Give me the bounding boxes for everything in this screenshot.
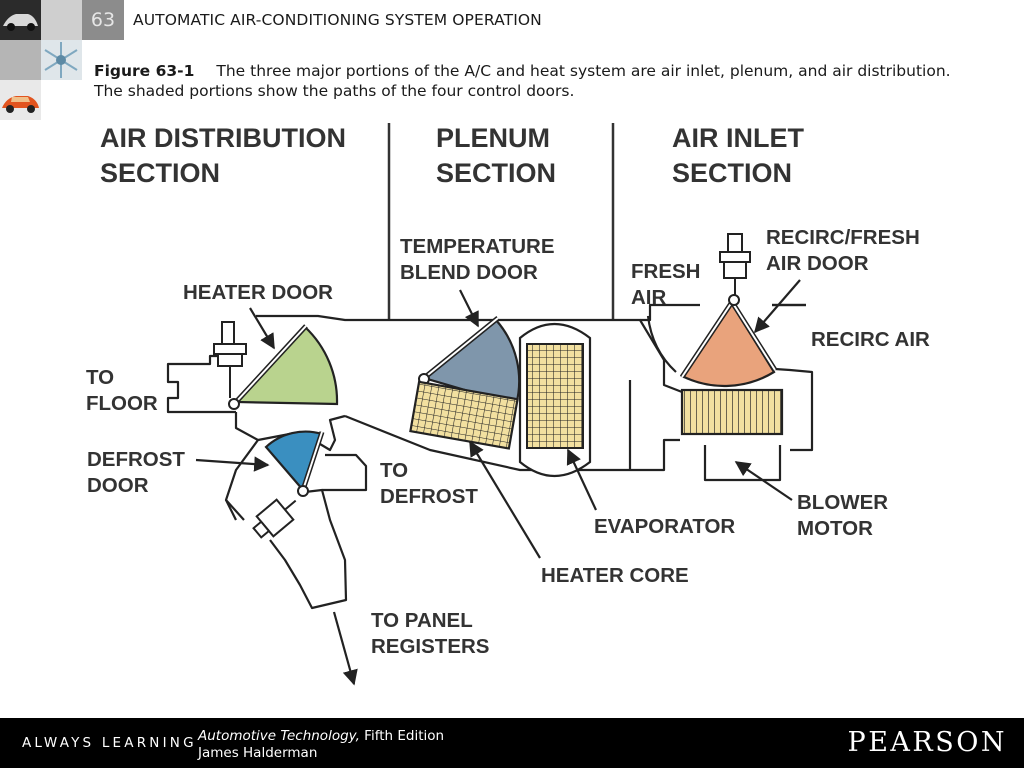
label-heater-core: HEATER CORE [541,564,689,587]
blower-wheel [680,388,784,436]
footer-book-title: Automotive Technology, [198,728,360,744]
defrost-door-actuator [252,498,297,539]
label-defrost-door: DEFROST DOOR [87,448,191,497]
heater-door-pivot [228,398,240,410]
thumbnail-turbine [41,40,82,80]
recirc-fresh-door-path [680,301,776,388]
heater-core [409,380,519,450]
defrost-door-leader [195,456,270,472]
label-to-defrost: TO DEFROST [380,459,478,508]
blower-motor-leader [734,461,793,501]
thumbnail-car-dark [0,0,41,40]
ac-system-diagram: AIR DISTRIBUTION SECTION PLENUM SECTION … [86,123,930,686]
footer-book-info: Automotive Technology, Fifth Edition Jam… [198,728,444,762]
label-recirc-air: RECIRC AIR [811,328,930,351]
evaporator-leader [566,448,597,511]
chapter-number-badge: 63 [82,0,124,40]
label-to-floor: TO FLOOR [86,366,158,415]
label-blower-motor: BLOWER MOTOR [797,491,894,540]
label-heater-door: HEATER DOOR [183,281,333,304]
label-evaporator: EVAPORATOR [594,515,735,538]
label-temperature-blend-door: TEMPERATURE BLEND DOOR [400,235,560,284]
thumbnail-gray-block [0,40,41,80]
heater-door-path [233,325,339,406]
label-to-panel-registers: TO PANEL REGISTERS [371,609,489,658]
footer-edition: Fifth Edition [364,728,445,744]
section-air-inlet: AIR INLET SECTION [672,123,812,188]
panel-registers-arrow [332,611,358,686]
section-plenum: PLENUM SECTION [436,123,558,188]
blend-door-leader [459,289,479,328]
footer-author: James Halderman [198,745,318,761]
recirc-door-pivot [728,294,740,306]
label-recirc-fresh-air-door: RECIRC/FRESH AIR DOOR [766,226,925,275]
figure-caption-text: The three major portions of the A/C and … [94,62,951,100]
evaporator [526,343,584,449]
thumbnail-car-orange [0,80,41,120]
figure-label: Figure 63-1 [94,62,195,80]
recirc-door-actuator [719,233,751,296]
footer-tagline: ALWAYS LEARNING [22,735,197,751]
label-fresh-air: FRESH AIR [631,260,706,309]
footer-bar: ALWAYS LEARNING Automotive Technology, F… [0,718,1024,768]
defrost-door-pivot [297,485,309,497]
section-air-distribution: AIR DISTRIBUTION SECTION [100,123,354,188]
heater-core-leader [469,440,541,559]
page-title: AUTOMATIC AIR-CONDITIONING SYSTEM OPERAT… [133,11,542,29]
fresh-air-leader [646,315,677,373]
heater-door-actuator [213,321,247,398]
heater-door-leader [249,307,275,350]
publisher-logo: PEARSON [847,727,1007,758]
